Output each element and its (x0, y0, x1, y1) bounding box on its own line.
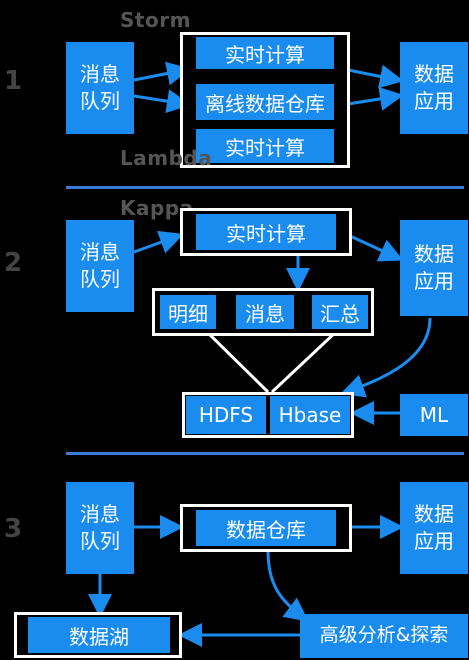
section-2-hdfs: HDFS (186, 396, 266, 434)
section-1-data-application: 数据 应用 (400, 42, 468, 134)
divider-2 (66, 452, 464, 455)
section-3-data-warehouse: 数据仓库 (196, 510, 336, 546)
section-1-offline-warehouse: 离线数据仓库 (196, 84, 334, 120)
section-2-summary: 汇总 (312, 295, 368, 329)
section-2-data-application: 数据 应用 (400, 220, 468, 316)
section-3-message-queue: 消息 队列 (66, 482, 134, 574)
section-3-number: 3 (4, 514, 23, 544)
arrow-compute-to-app2 (349, 234, 404, 262)
section-3-data-lake: 数据湖 (28, 617, 170, 653)
line-summary-to-storage (270, 328, 340, 394)
section-2-ml: ML (400, 394, 468, 436)
section-2-hbase: Hbase (270, 396, 350, 434)
section-1-realtime-compute: 实时计算 (196, 37, 334, 69)
line-detail-to-storage (203, 328, 270, 394)
section-3-data-application: 数据 应用 (400, 482, 468, 574)
section-2-number: 2 (4, 248, 23, 278)
arrow-queue-to-offline (133, 89, 191, 114)
divider-1 (66, 186, 464, 189)
section-2-detail: 明细 (160, 295, 216, 329)
section-2-message: 消息 (236, 295, 294, 329)
section-1-realtime-compute-2: 实时计算 (196, 129, 334, 163)
section-1-label-top: Storm (120, 8, 191, 32)
arrow-queue2-to-compute (133, 230, 184, 254)
arrow-offline-to-app (347, 86, 404, 111)
section-2-realtime-compute: 实时计算 (196, 214, 336, 250)
section-1-label-bottom: Lambda (120, 146, 213, 170)
section-1-number: 1 (4, 66, 23, 96)
section-2-message-queue: 消息 队列 (66, 220, 134, 312)
arrow-warehouse-to-analysis (266, 549, 309, 622)
section-3-advanced-analysis: 高级分析&探索 (300, 614, 468, 658)
arrow-app-to-storage (340, 317, 432, 398)
arrow-queue-to-realtime (133, 61, 191, 86)
arrow-realtime-to-app (347, 64, 404, 89)
section-1-message-queue: 消息 队列 (66, 42, 134, 134)
